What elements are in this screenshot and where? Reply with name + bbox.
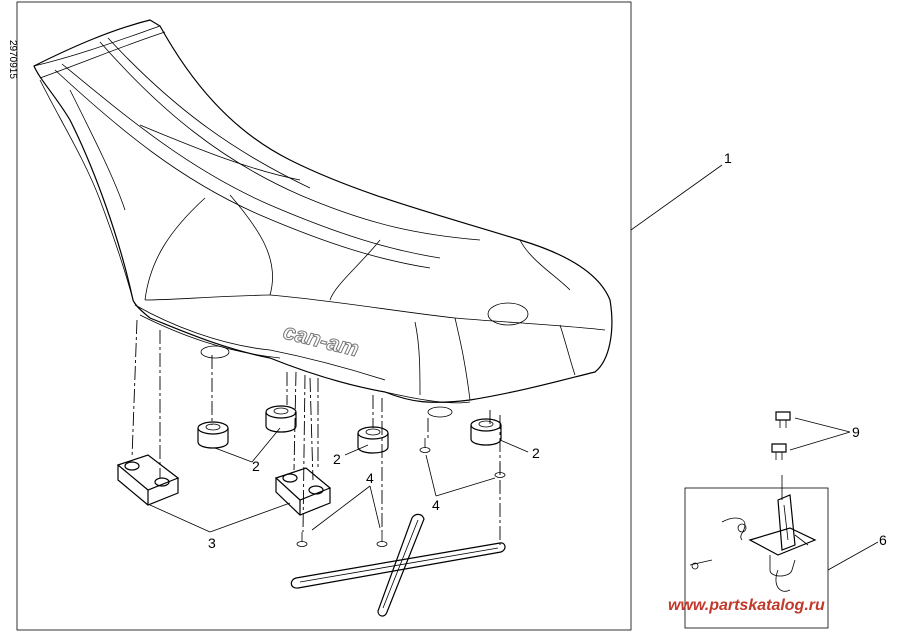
drawing-code: 2970915 (7, 40, 18, 79)
callout-3: 3 (208, 535, 216, 551)
rivet (419, 438, 431, 453)
assembly-guide-lines (131, 319, 501, 545)
rivet (296, 532, 308, 547)
strap (290, 513, 506, 617)
grommet (470, 418, 502, 446)
callout-9: 9 (852, 424, 860, 440)
watermark: www.partskatalog.ru (668, 597, 825, 614)
main-frame (16, 1, 632, 631)
seat-oval-cap (487, 302, 529, 326)
grommet (357, 426, 389, 454)
bumper-block (274, 467, 332, 516)
rivet (376, 532, 388, 547)
callout-4: 4 (366, 470, 374, 486)
inset-frame (684, 487, 829, 629)
seat-latch-assembly (689, 494, 817, 592)
seat-outline (33, 19, 613, 403)
callout-2: 2 (532, 445, 540, 461)
callout-1: 1 (724, 150, 732, 166)
bumper-block-part-3 (116, 454, 332, 516)
leader-lines (149, 164, 879, 571)
grommet (265, 405, 297, 433)
seat-assembly: can-am (33, 19, 613, 418)
callout-2: 2 (333, 451, 341, 467)
bolt (775, 411, 791, 428)
grommet-part-2 (197, 405, 502, 454)
callout-6: 6 (879, 532, 887, 548)
callout-4: 4 (432, 497, 440, 513)
push-rivet-part-4 (296, 438, 506, 547)
grommet (197, 421, 229, 449)
bolt-part-9 (771, 411, 791, 500)
bolt (771, 443, 787, 460)
bumper-block (116, 454, 180, 506)
callout-2: 2 (252, 458, 260, 474)
rivet (494, 463, 506, 478)
